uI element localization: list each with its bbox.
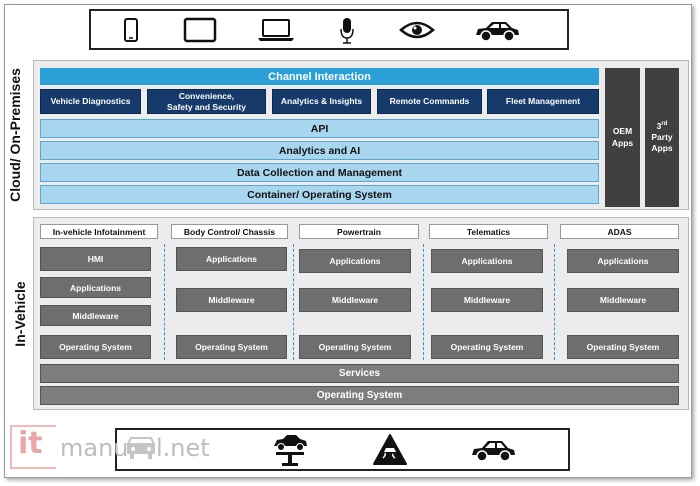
car-icon [472, 441, 515, 462]
third-party-sup: rd [661, 121, 668, 128]
column-divider [164, 244, 165, 360]
layer-api: API [40, 119, 599, 138]
middleware-box: Middleware [431, 288, 543, 312]
layer-analytics-ai: Analytics and AI [40, 141, 599, 160]
service-label: Convenience, Safety and Security [167, 90, 246, 112]
applications-box: Applications [431, 249, 543, 273]
oem-apps-label: OEM Apps [611, 126, 634, 148]
middleware-box: Middleware [40, 305, 151, 326]
car-lift-icon [274, 435, 307, 466]
watermark-it: it [18, 426, 43, 461]
watermark-logo-box [10, 425, 56, 469]
column-header: In-vehicle Infotainment [40, 224, 158, 239]
vehicle-side-label: In-Vehicle [12, 281, 28, 347]
bottom-device-bar [115, 428, 570, 471]
operating-system-box: Operating System [176, 335, 287, 359]
service-fleet-management: Fleet Management [487, 89, 599, 114]
service-analytics-insights: Analytics & Insights [272, 89, 371, 114]
third-party-num: 3 [656, 120, 662, 131]
column-header: Powertrain [299, 224, 419, 239]
car-icon [476, 22, 519, 42]
watermark-net: l.net [156, 434, 210, 462]
laptop-icon [258, 19, 294, 41]
layer-container-os: Container/ Operating System [40, 185, 599, 204]
service-label: Vehicle Diagnostics [50, 96, 131, 107]
middleware-box: Middleware [299, 288, 411, 312]
watermark-car-icon [126, 437, 156, 459]
operating-system-box: Operating System [431, 335, 543, 359]
service-convenience-safety: Convenience, Safety and Security [147, 89, 266, 114]
column-divider [423, 244, 424, 360]
top-device-bar [89, 9, 569, 50]
eye-icon [399, 21, 435, 39]
column-header: ADAS [560, 224, 679, 239]
column-divider [293, 244, 294, 360]
microphone-icon [340, 18, 354, 44]
middleware-box: Middleware [176, 288, 287, 312]
service-label: Analytics & Insights [280, 96, 363, 107]
smartphone-icon [124, 18, 138, 42]
third-party-apps-box: 3rd Party Apps [645, 68, 679, 207]
operating-system-box: Operating System [567, 335, 679, 359]
tablet-icon [183, 17, 217, 43]
watermark-manu: manu [60, 434, 129, 462]
operating-system-bar: Operating System [40, 386, 679, 405]
service-label: Remote Commands [389, 96, 470, 107]
cloud-side-label: Cloud/ On-Premises [7, 68, 23, 202]
third-party-number: 3rd [657, 121, 668, 132]
service-remote-commands: Remote Commands [377, 89, 482, 114]
channel-interaction-bar: Channel Interaction [40, 68, 599, 85]
service-vehicle-diagnostics: Vehicle Diagnostics [40, 89, 141, 114]
hmi-box: HMI [40, 247, 151, 271]
third-party-label: Party Apps [651, 131, 673, 154]
operating-system-box: Operating System [40, 335, 151, 359]
column-header: Body Control/ Chassis [171, 224, 288, 239]
applications-box: Applications [567, 249, 679, 273]
applications-box: Applications [176, 247, 287, 271]
slippery-road-icon [373, 434, 407, 465]
layer-data-collection: Data Collection and Management [40, 163, 599, 182]
column-divider [554, 244, 555, 360]
applications-box: Applications [299, 249, 411, 273]
column-header: Telematics [429, 224, 548, 239]
services-bar: Services [40, 364, 679, 383]
service-label: Fleet Management [505, 96, 581, 107]
oem-apps-box: OEM Apps [605, 68, 640, 207]
operating-system-box: Operating System [299, 335, 411, 359]
middleware-box: Middleware [567, 288, 679, 312]
applications-box: Applications [40, 277, 151, 298]
